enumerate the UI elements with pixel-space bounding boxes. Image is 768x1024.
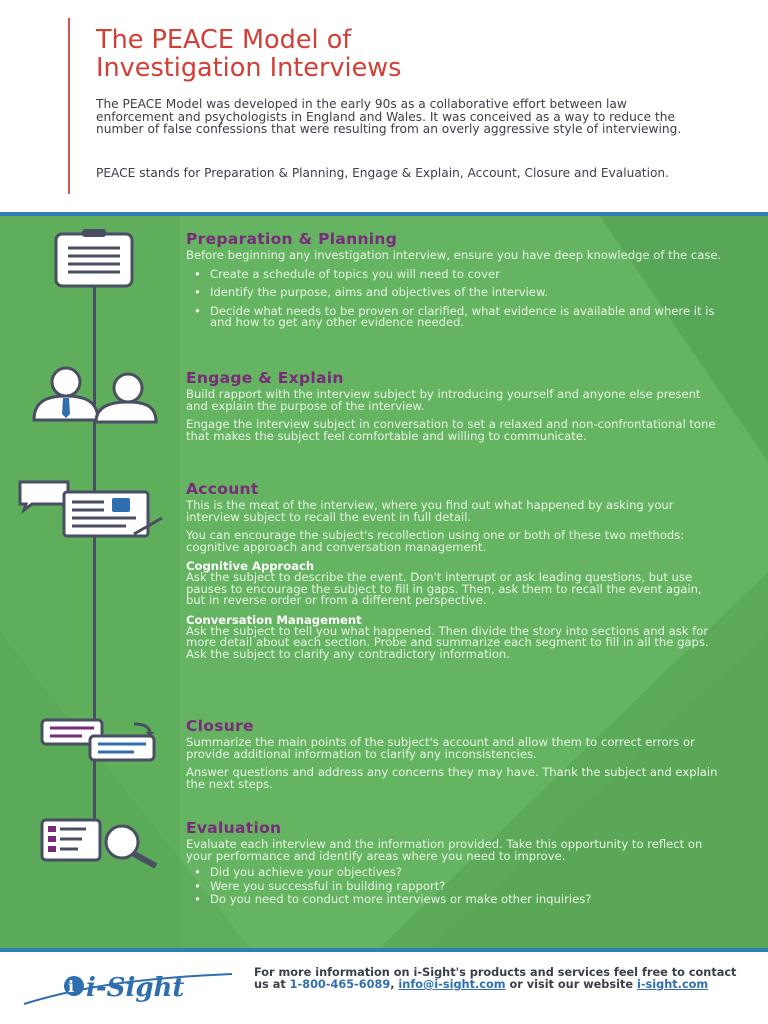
list-item: Decide what needs to be proven or clarif… bbox=[186, 305, 722, 329]
phone-link[interactable]: 1-800-465-6089 bbox=[289, 977, 391, 991]
title-line-2: Investigation Interviews bbox=[96, 53, 402, 83]
list-item: Create a schedule of topics you will nee… bbox=[186, 268, 722, 281]
section-closure: Closure Summarize the main points of the… bbox=[186, 717, 722, 797]
section-title: Closure bbox=[186, 717, 254, 735]
email-link[interactable]: info@i-sight.com bbox=[398, 977, 506, 991]
footer-text-part: or visit our website bbox=[505, 977, 637, 991]
isight-logo[interactable]: i i-Sight bbox=[22, 964, 242, 1008]
bullet-list: Did you achieve your objectives? Were yo… bbox=[186, 866, 722, 906]
footer-text-separator: , bbox=[390, 977, 399, 991]
bullet-list: Create a schedule of topics you will nee… bbox=[186, 268, 722, 329]
header-accent-line bbox=[68, 18, 70, 194]
footer: i i-Sight For more information on i-Sigh… bbox=[0, 948, 768, 1024]
closure-documents-icon bbox=[40, 718, 156, 762]
footer-stripe bbox=[0, 948, 768, 952]
list-item: Did you achieve your objectives? bbox=[186, 866, 722, 879]
section-title: Preparation & Planning bbox=[186, 230, 398, 248]
intro-paragraph: The PEACE Model was developed in the ear… bbox=[96, 97, 682, 137]
logo-text: i-Sight bbox=[86, 973, 184, 1003]
intro-acronym-paragraph: PEACE stands for Preparation & Planning,… bbox=[96, 166, 670, 180]
list-item: Identify the purpose, aims and objective… bbox=[186, 286, 722, 299]
section-body: Evaluate each interview and the informat… bbox=[186, 837, 703, 863]
svg-text:i: i bbox=[68, 977, 74, 996]
subsection-title: Conversation Management bbox=[186, 612, 362, 627]
section-body: Before beginning any investigation inter… bbox=[186, 248, 722, 262]
people-icon bbox=[32, 366, 158, 424]
timeline-line bbox=[93, 274, 96, 844]
document-chat-icon bbox=[18, 480, 163, 538]
list-item: Do you need to conduct more interviews o… bbox=[186, 893, 722, 906]
list-item: Were you successful in building rapport? bbox=[186, 880, 722, 893]
subsection-body: Ask the subject to tell you what happene… bbox=[186, 623, 709, 661]
title-line-1: The PEACE Model of bbox=[96, 25, 352, 55]
section-preparation: Preparation & Planning Before beginning … bbox=[186, 230, 722, 336]
section-title: Engage & Explain bbox=[186, 369, 344, 387]
evaluation-magnifier-icon bbox=[40, 818, 158, 869]
section-body: Engage the interview subject in conversa… bbox=[186, 417, 716, 443]
website-link[interactable]: i-sight.com bbox=[636, 977, 709, 991]
section-body: Answer questions and address any concern… bbox=[186, 765, 718, 791]
footer-text-part: For more information on i-Sight's produc… bbox=[254, 966, 737, 991]
page-title: The PEACE Model of Investigation Intervi… bbox=[96, 26, 696, 82]
top-stripe bbox=[0, 212, 768, 216]
section-title: Evaluation bbox=[186, 819, 282, 837]
header: The PEACE Model of Investigation Intervi… bbox=[0, 0, 768, 212]
section-body: Summarize the main points of the subject… bbox=[186, 735, 695, 761]
clipboard-icon bbox=[54, 229, 134, 288]
section-account: Account This is the meat of the intervie… bbox=[186, 480, 722, 667]
section-evaluation: Evaluation Evaluate each interview and t… bbox=[186, 819, 722, 908]
background-shapes bbox=[0, 216, 768, 948]
section-title: Account bbox=[186, 480, 259, 498]
section-body: You can encourage the subject's recollec… bbox=[186, 528, 685, 554]
main-panel: Preparation & Planning Before beginning … bbox=[0, 212, 768, 948]
section-body: This is the meat of the interview, where… bbox=[186, 498, 674, 524]
subsection-body: Ask the subject to describe the event. D… bbox=[186, 570, 702, 607]
section-engage: Engage & Explain Build rapport with the … bbox=[186, 369, 722, 449]
subsection-title: Cognitive Approach bbox=[186, 559, 315, 573]
section-body: Build rapport with the interview subject… bbox=[186, 387, 701, 413]
footer-contact-text: For more information on i-Sight's produc… bbox=[254, 967, 754, 991]
